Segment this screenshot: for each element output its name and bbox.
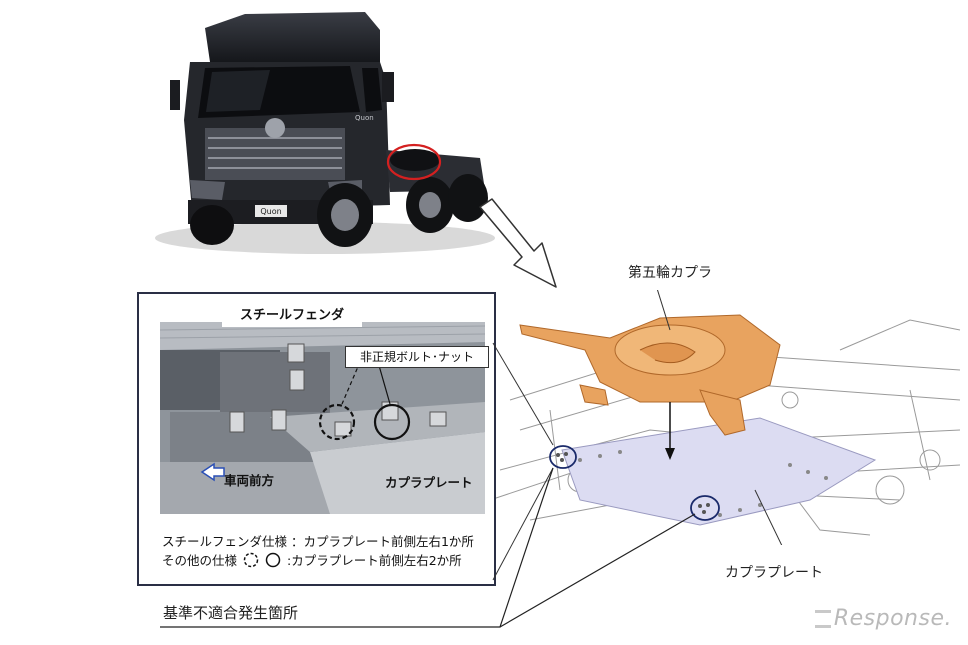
vehicle-front-arrow-icon [200, 462, 225, 482]
steel-fender-label: スチールフェンダ [222, 305, 362, 327]
nonconformity-label: 基準不適合発生箇所 [163, 604, 299, 622]
solid-circle-icon [265, 552, 281, 567]
response-logo-icon [814, 610, 831, 628]
watermark-text: Response. [833, 606, 952, 631]
coupler-plate-diagram-label: カプラプレート [725, 565, 823, 581]
ud-logo-icon [265, 118, 285, 138]
truck-photo: Quon Quon [155, 12, 495, 254]
truck-plate: Quon [260, 207, 281, 216]
pointer-arrow-icon [479, 198, 557, 288]
highlight-circle [386, 143, 442, 181]
fifth-wheel-label: 第五輪カプラ [628, 265, 712, 281]
caption-other-prefix: その他の仕様 [162, 553, 238, 568]
dashed-circle-icon [243, 552, 259, 567]
nonstandard-bolt-solid-circle [373, 403, 411, 441]
coupler-plate-shape [561, 417, 877, 526]
watermark: Response. [814, 606, 952, 631]
truck-badge: Quon [355, 114, 374, 122]
caption-steel-fender: スチールフェンダ仕様 ：カプラプレート前側左右1か所 [162, 534, 474, 549]
bolt-circle-right [690, 495, 720, 521]
caption-other: その他の仕様 :カプラプレート前側左右2か所 [162, 550, 462, 569]
caption-other-suffix: :カプラプレート前側左右2か所 [287, 553, 462, 568]
nonstandard-bolt-label: 非正規ボルト･ナット [345, 346, 489, 368]
coupler-plate-photo-label: カプラプレート [385, 475, 473, 490]
coupler-diagram [490, 290, 961, 545]
vehicle-front-label: 車両前方 [224, 473, 275, 488]
nonstandard-bolt-dashed-circle [318, 403, 356, 441]
bolt-circle-left [549, 445, 577, 469]
